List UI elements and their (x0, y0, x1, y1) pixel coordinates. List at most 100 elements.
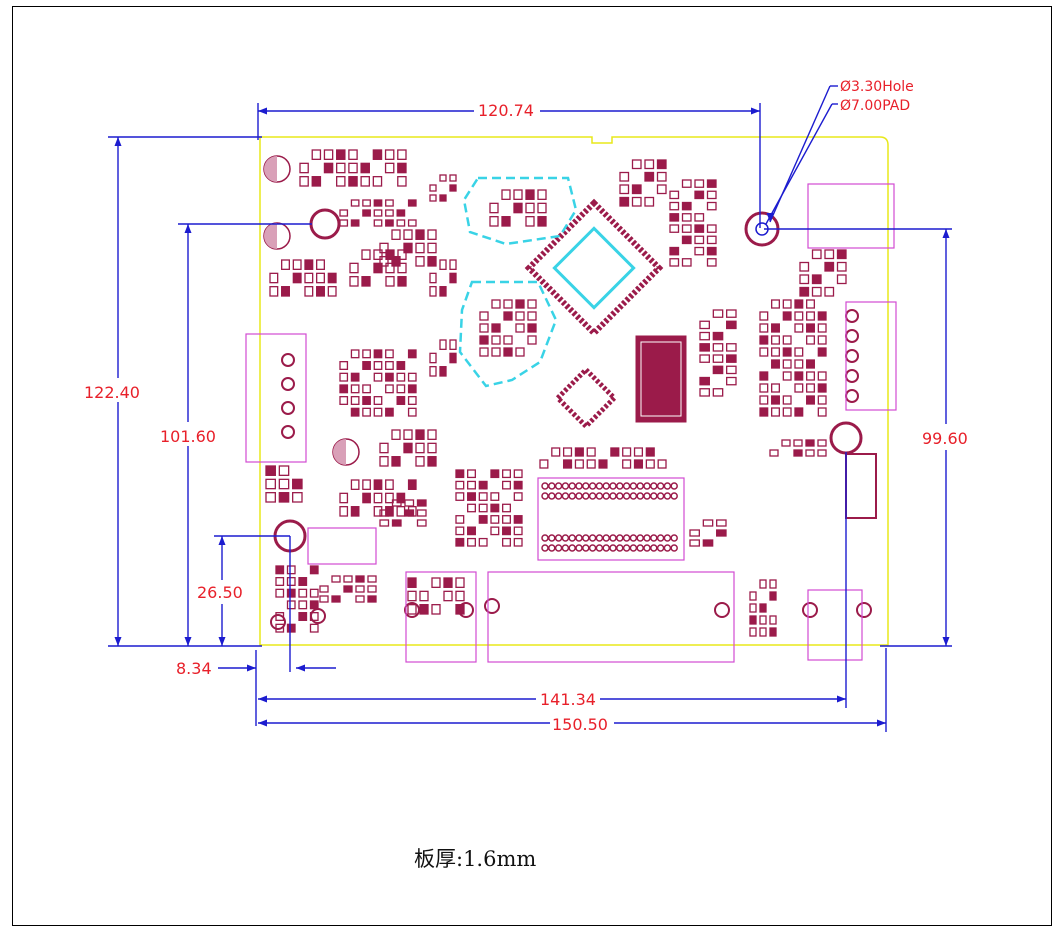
smd-component (759, 579, 767, 589)
terminal-pin (845, 369, 859, 383)
smd-component (726, 320, 737, 330)
smd-component (339, 384, 349, 394)
header-pin (568, 544, 576, 552)
smd-component (586, 447, 596, 457)
smd-component (478, 480, 488, 490)
smd-component (631, 196, 642, 207)
smd-component (539, 459, 549, 469)
smd-component (373, 479, 383, 490)
smd-component (513, 189, 523, 200)
smd-component (669, 246, 680, 256)
smd-component (699, 376, 710, 386)
smd-component (362, 209, 371, 217)
smd-component (429, 286, 437, 297)
smd-component (286, 588, 296, 598)
header-pin (643, 482, 651, 490)
smd-component (407, 479, 417, 490)
smd-component (824, 249, 835, 260)
smd-component (427, 229, 437, 240)
header-pin (548, 544, 556, 552)
smd-component (478, 515, 488, 524)
header-pin (670, 482, 678, 490)
smd-component (415, 456, 425, 467)
smd-component (817, 371, 827, 381)
smd-component (527, 335, 537, 345)
smd-component (794, 359, 804, 369)
dimension-arrow (184, 224, 192, 233)
dimension-arrow (218, 637, 226, 646)
smd-component (439, 366, 447, 377)
smd-component (339, 209, 349, 217)
smd-component (513, 469, 523, 479)
smd-component (694, 235, 705, 245)
header-pin (629, 534, 638, 542)
smd-component (467, 537, 476, 547)
header-pin (622, 482, 631, 490)
smd-component (449, 259, 457, 270)
header-pin (656, 544, 665, 552)
smd-component (562, 459, 573, 469)
smd-component (811, 286, 822, 297)
dimension-arrow (837, 695, 846, 703)
smd-component (479, 323, 489, 333)
header-pin (582, 544, 590, 552)
smd-component (749, 603, 757, 613)
smd-component (712, 388, 724, 397)
smd-component (811, 249, 822, 260)
smd-component (286, 577, 296, 586)
smd-component (404, 499, 415, 507)
smd-component (397, 262, 407, 274)
smd-component (644, 159, 655, 170)
smd-component (360, 176, 370, 187)
smd-component (699, 388, 710, 397)
smd-component (455, 537, 465, 547)
smd-component (275, 577, 285, 586)
smd-component (407, 372, 417, 382)
smd-component (706, 258, 717, 267)
smd-component (694, 213, 705, 222)
smd-component (681, 179, 692, 188)
smd-component (379, 519, 390, 527)
header-pin (656, 492, 665, 500)
smd-component (443, 590, 453, 602)
smd-component (794, 371, 804, 381)
smd-component (455, 515, 465, 524)
smd-component (479, 311, 489, 321)
header-pin (541, 482, 549, 490)
terminal-pin (281, 377, 295, 391)
smd-component (373, 349, 383, 359)
smd-component (403, 242, 413, 254)
smd-component (817, 395, 827, 405)
dimension-arrow (942, 229, 950, 238)
smd-component (265, 478, 276, 490)
header-pin (554, 544, 563, 552)
smd-component (681, 258, 692, 267)
header-pin (575, 534, 583, 542)
smd-component (479, 347, 489, 357)
highlight-region (462, 176, 578, 246)
smd-component (513, 492, 523, 501)
smd-component (694, 224, 705, 233)
smd-component (385, 384, 394, 394)
header-pin (541, 544, 549, 552)
smd-component (515, 323, 525, 333)
smd-component (726, 376, 737, 386)
smd-component (396, 219, 406, 227)
smd-component (391, 429, 401, 440)
smd-component (759, 383, 769, 393)
smd-component (298, 588, 308, 598)
smd-component (403, 229, 413, 240)
smd-component (644, 196, 655, 207)
smd-component (275, 565, 285, 575)
smd-component (427, 429, 437, 440)
smd-component (806, 359, 815, 369)
smd-component (491, 335, 501, 345)
dimension-lines (108, 85, 952, 732)
header-pin (541, 492, 549, 500)
gpio-header (537, 477, 685, 561)
smd-component (771, 395, 780, 405)
smd-component (726, 343, 737, 352)
smd-component (286, 600, 296, 610)
dimension-arrow (184, 637, 192, 646)
smd-component (407, 590, 417, 602)
